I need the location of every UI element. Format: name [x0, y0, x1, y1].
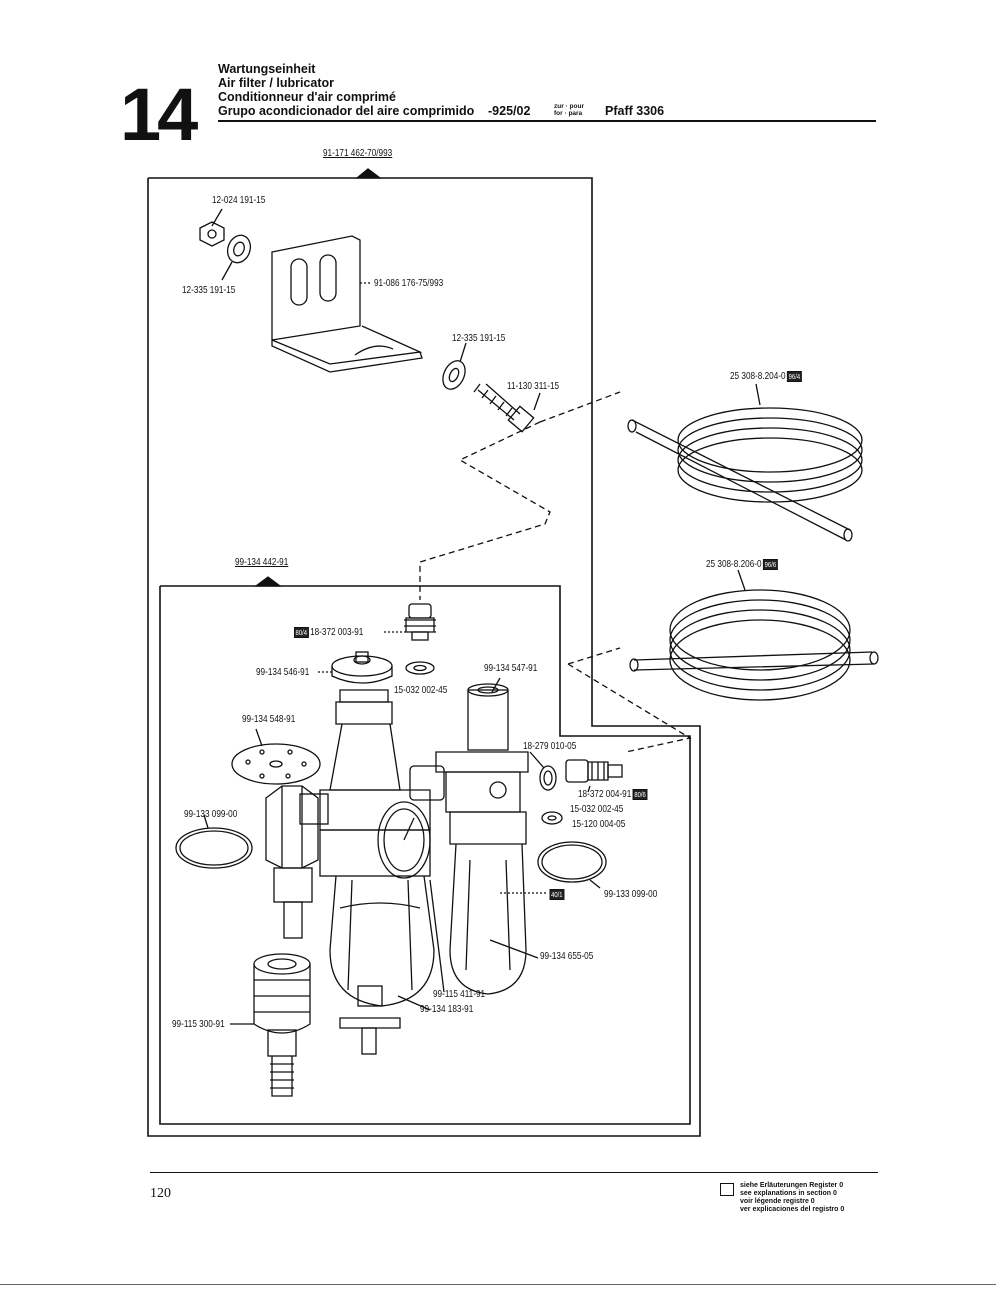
inner-assembly-arrow [254, 576, 282, 587]
section-number: 14 [120, 73, 198, 156]
label-outer-assembly: 91-171 462-70/993 [323, 147, 393, 159]
nipple-left-icon [265, 785, 319, 939]
legend-box-icon [720, 1183, 734, 1196]
label-coupling: 99-115 300-91 [172, 1018, 225, 1030]
hose-coil-1-icon [627, 407, 863, 542]
outer-frame [147, 177, 701, 1137]
label-bowl-ref: 40/1 [548, 888, 565, 900]
label-drain: 99-134 183-91 [420, 1003, 474, 1015]
legend-line-spanish: ver explicaciones del registro 0 [740, 1206, 845, 1213]
label-gauge: 99-115 411-91 [433, 988, 486, 1000]
title-french: Conditionneur d'air comprimé [218, 90, 396, 104]
ref-badge-hose-2: 96/6 [763, 558, 778, 570]
label-washer-top: 12-335 191-15 [182, 284, 236, 296]
label-screw: 11-130 311-15 [507, 380, 560, 392]
header-rule [218, 120, 876, 122]
footer-rule [150, 1172, 878, 1174]
ref-badge-fitting: 80/4 [294, 626, 309, 638]
ref-badge-fitting-right: 80/6 [632, 788, 648, 800]
regulator-body-icon [299, 689, 445, 831]
label-seal-right: 15-032 002-45 [570, 803, 624, 815]
machine-name: Pfaff 3306 [605, 104, 665, 118]
seal-knob-icon [405, 661, 435, 675]
label-ring-right: 15-120 004-05 [572, 818, 626, 830]
legend-text: siehe Erläuterungen Register 0 see expla… [740, 1182, 844, 1214]
label-oring-small: 18-279 010-05 [523, 740, 577, 752]
seal-right-icon [541, 811, 563, 825]
label-oring-right: 99-133 099-00 [604, 888, 658, 900]
fitting-top-icon [404, 603, 436, 641]
legend-line-english: see explanations in section 0 [740, 1190, 837, 1197]
oring-left-icon [175, 827, 253, 869]
label-bowl-lubricator: 99-134 655-05 [540, 950, 594, 962]
outer-assembly-arrow [355, 168, 382, 179]
ref-badge-bowl: 40/1 [549, 888, 565, 900]
page-number: 120 [150, 1186, 171, 1201]
scan-bottom-line [0, 1284, 996, 1285]
drain-icon [339, 985, 401, 1055]
label-nut: 12-024 191-15 [212, 194, 266, 206]
oring-right-icon [537, 841, 607, 883]
label-bracket: 91-086 176-75/993 [374, 277, 444, 289]
lubricator-icon [435, 683, 529, 995]
legend-line-french: voir légende registre 0 [740, 1198, 815, 1205]
label-inner-assembly: 99-134 442-91 [235, 556, 289, 568]
hose-coil-2-icon [629, 589, 879, 701]
label-lubricator-cap: 99-134 547-91 [484, 662, 538, 674]
knob-icon [331, 651, 393, 684]
coupling-icon [253, 953, 311, 1097]
ref-badge-hose-1: 96/4 [787, 370, 802, 382]
washer-mid-icon [442, 360, 466, 390]
bracket-icon [271, 235, 423, 373]
label-diaphragm: 99-134 548-91 [242, 713, 296, 725]
nut-icon [199, 221, 225, 247]
diaphragm-icon [231, 743, 321, 785]
label-seal-knob: 15-032 002-45 [394, 684, 448, 696]
gauge-icon [377, 801, 431, 879]
screw-icon [473, 383, 535, 433]
title-spanish: Grupo acondicionador del aire comprimido [218, 104, 475, 118]
zur-pour-label: zur · pour [554, 103, 584, 110]
inner-frame [159, 585, 691, 1125]
fitting-right-icon [565, 759, 623, 783]
legend-line-german: siehe Erläuterungen Register 0 [740, 1182, 844, 1189]
label-washer-mid: 12-335 191-15 [452, 332, 506, 344]
label-knob: 99-134 546-91 [256, 666, 310, 678]
oring-small-icon [539, 765, 557, 791]
title-german: Wartungseinheit [218, 62, 316, 76]
model-code: -925/02 [488, 104, 531, 118]
filter-bowl-icon [319, 829, 435, 1007]
label-oring-left: 99-133 099-00 [184, 808, 238, 820]
washer-icon [226, 234, 252, 264]
for-para-label: for · para [554, 110, 583, 117]
title-english: Air filter / lubricator [218, 76, 334, 90]
